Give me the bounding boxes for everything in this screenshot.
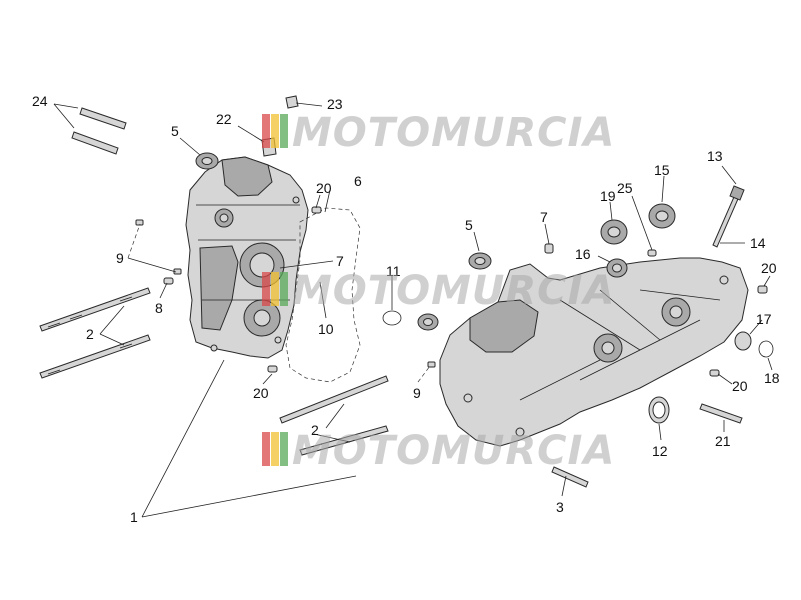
- callout-5-right: 5: [465, 217, 473, 233]
- callout-labels: 24 23 22 5 20 6 9 7 8 11 2 10 20 1 2 13 …: [32, 93, 780, 525]
- callout-20-right: 20: [761, 260, 777, 276]
- callout-9-right: 9: [413, 385, 421, 401]
- callout-16: 16: [575, 246, 591, 262]
- dowel-pin: [427, 361, 436, 368]
- watermark-middle: MOTOMURCIA: [262, 268, 615, 314]
- watermark-text: MOTOMURCIA: [292, 428, 615, 474]
- bearing: [648, 203, 676, 229]
- callout-24: 24: [32, 93, 48, 109]
- bearing: [606, 258, 628, 278]
- callout-22: 22: [216, 111, 232, 127]
- watermark-top: MOTOMURCIA: [262, 110, 615, 156]
- callout-3: 3: [556, 499, 564, 515]
- leader-lines: [53, 102, 773, 518]
- callout-2-left: 2: [86, 326, 94, 342]
- callout-18: 18: [764, 370, 780, 386]
- small-screw: [285, 95, 299, 109]
- right-crankcase-half: [439, 257, 749, 447]
- callout-8: 8: [155, 300, 163, 316]
- bearing: [417, 313, 439, 331]
- callout-14: 14: [750, 235, 766, 251]
- bearing: [600, 219, 628, 245]
- dowel-pin: [709, 369, 720, 377]
- left-studs: [39, 287, 151, 379]
- callout-21: 21: [715, 433, 731, 449]
- callout-1: 1: [130, 509, 138, 525]
- circlip: [758, 340, 774, 358]
- watermark-text: MOTOMURCIA: [292, 268, 615, 314]
- top-left-studs: [71, 107, 127, 155]
- callout-17: 17: [756, 311, 772, 327]
- dowel-pin: [135, 219, 144, 226]
- callout-12: 12: [652, 443, 668, 459]
- callout-25: 25: [617, 180, 633, 196]
- callout-20-top: 20: [316, 180, 332, 196]
- dowel-pin: [267, 365, 278, 373]
- callout-7-right: 7: [540, 209, 548, 225]
- dowel-pin: [163, 277, 174, 285]
- callout-13: 13: [707, 148, 723, 164]
- callout-20-bottom-right: 20: [732, 378, 748, 394]
- callout-23: 23: [327, 96, 343, 112]
- watermark-text: MOTOMURCIA: [292, 110, 615, 156]
- callout-7-left: 7: [336, 253, 344, 269]
- callout-11: 11: [386, 263, 401, 279]
- callout-20-bottom-left: 20: [253, 385, 269, 401]
- o-ring: [382, 310, 402, 326]
- shaft-seal: [734, 331, 752, 351]
- dowel-pin: [311, 206, 322, 214]
- left-crankcase-half: [185, 156, 309, 359]
- bolt-long: [699, 403, 743, 424]
- callout-6: 6: [354, 173, 362, 189]
- callout-2-center: 2: [311, 422, 319, 438]
- dipstick: [712, 185, 745, 248]
- callout-5-left: 5: [171, 123, 179, 139]
- dowel-pin: [544, 243, 554, 254]
- callout-19: 19: [600, 188, 616, 204]
- crankcase-gasket: [285, 207, 361, 383]
- watermark-bottom: MOTOMURCIA: [262, 428, 615, 474]
- callout-10: 10: [318, 321, 334, 337]
- dowel-pin: [647, 249, 657, 257]
- bolt-short: [551, 466, 589, 488]
- left-oil-seal: [195, 152, 219, 170]
- callout-15: 15: [654, 162, 670, 178]
- callout-9-left: 9: [116, 250, 124, 266]
- right-oil-seal: [468, 252, 492, 270]
- dowel-pin: [757, 285, 768, 294]
